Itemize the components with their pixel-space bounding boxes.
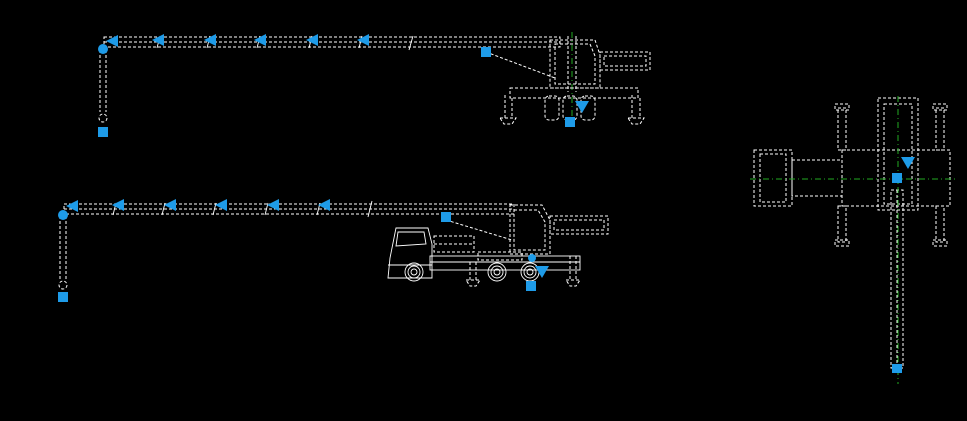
- grip-direction-arrow[interactable]: [164, 199, 176, 211]
- grip-direction-arrow[interactable]: [357, 34, 369, 46]
- crawler-crane-side-view[interactable]: [98, 32, 651, 137]
- grip-boom-tip[interactable]: [98, 44, 108, 54]
- counterweight: [753, 149, 843, 207]
- boom-telescopic-sections: [103, 35, 561, 51]
- grip-direction-arrow[interactable]: [66, 200, 78, 212]
- grip-direction-arrow[interactable]: [318, 199, 330, 211]
- grip-direction-arrow[interactable]: [306, 34, 318, 46]
- boom-telescopic-sections: [63, 200, 515, 218]
- grip-direction-arrow[interactable]: [106, 35, 118, 47]
- truck-crane-side-view[interactable]: [58, 199, 609, 302]
- grip-slew-center[interactable]: [528, 254, 536, 262]
- grip-boom-midpoint[interactable]: [481, 47, 491, 57]
- grip-slew-direction-arrow[interactable]: [575, 101, 589, 113]
- grip-boom-tip[interactable]: [892, 364, 902, 373]
- grip-base-point[interactable]: [565, 117, 575, 127]
- carrier-body: [841, 97, 951, 211]
- plan-centerlines: [750, 96, 955, 384]
- hoist-rope: [58, 216, 68, 290]
- luffing-cylinder: [445, 219, 513, 241]
- superstructure-cab: [509, 204, 609, 255]
- grip-boom-midpoint[interactable]: [441, 212, 451, 222]
- selection-grips[interactable]: [892, 157, 915, 373]
- grip-hook-block[interactable]: [58, 292, 68, 302]
- selection-grips[interactable]: [58, 199, 549, 302]
- grip-hook-block[interactable]: [98, 127, 108, 137]
- grip-direction-arrow[interactable]: [204, 34, 216, 46]
- outrigger-beams: [834, 103, 948, 247]
- grip-boom-tip[interactable]: [58, 210, 68, 220]
- boom-plan: [890, 189, 904, 369]
- grip-direction-arrow[interactable]: [254, 34, 266, 46]
- grip-direction-arrow[interactable]: [112, 199, 124, 211]
- truck-cab: [387, 227, 475, 279]
- hoist-rope: [98, 50, 108, 123]
- grip-base-point[interactable]: [526, 281, 536, 291]
- luffing-cylinder: [485, 51, 556, 79]
- grip-slew-direction-arrow[interactable]: [901, 157, 915, 169]
- grip-direction-arrow[interactable]: [215, 199, 227, 211]
- grip-direction-arrow[interactable]: [267, 199, 279, 211]
- grip-base-point[interactable]: [892, 173, 902, 183]
- carrier-outriggers: [465, 256, 581, 287]
- crane-plan-view[interactable]: [750, 96, 955, 384]
- grip-direction-arrow[interactable]: [152, 34, 164, 46]
- truck-chassis: [429, 251, 581, 271]
- grip-slew-direction-arrow[interactable]: [535, 266, 549, 278]
- selection-grips[interactable]: [98, 34, 589, 137]
- superstructure-cab: [549, 36, 651, 92]
